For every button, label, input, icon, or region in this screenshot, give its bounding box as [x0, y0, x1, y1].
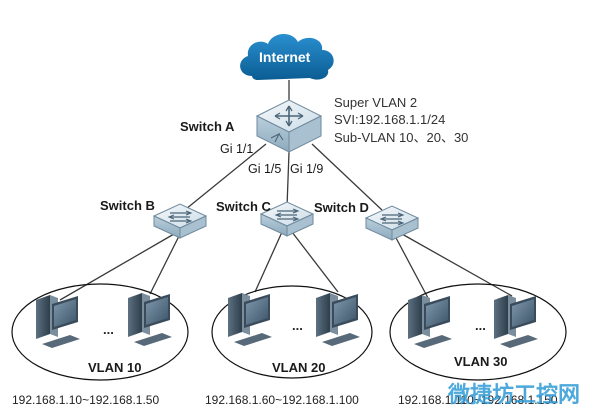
vlan-10-label: VLAN 10 — [88, 360, 141, 375]
link-d-pc6 — [401, 233, 513, 297]
vlan-30-range: 192.168.1.110~192.168.1.150 — [398, 393, 558, 407]
port-gi1-9-label: Gi 1/9 — [290, 162, 323, 176]
link-a-c — [286, 151, 290, 208]
link-d-pc5 — [394, 235, 429, 299]
pc-icon — [128, 293, 172, 346]
vlan-30-group — [389, 283, 567, 381]
vlan-20-group — [211, 285, 373, 379]
port-gi1-1-label: Gi 1/1 — [220, 142, 253, 156]
switch-d-label: Switch D — [314, 200, 369, 215]
pc-icon — [316, 293, 360, 346]
link-b-pc2 — [149, 233, 181, 295]
pc-icon — [494, 295, 538, 348]
ellipsis: ... — [103, 322, 114, 337]
pc-icon — [228, 293, 272, 346]
vlan-20-label: VLAN 20 — [272, 360, 325, 375]
port-gi1-5-label: Gi 1/5 — [248, 162, 281, 176]
vlan-10-group — [11, 283, 189, 381]
link-c-pc3 — [254, 231, 283, 293]
switch-b-label: Switch B — [100, 198, 155, 213]
internet-cloud-icon: Internet — [240, 33, 334, 80]
vlan-20-range: 192.168.1.60~192.168.1.100 — [205, 393, 359, 407]
switch-b-icon — [153, 203, 207, 239]
switch-d-icon — [365, 205, 419, 241]
svi-label: SVI:192.168.1.1/24 — [334, 112, 445, 127]
sub-vlan-label: Sub-VLAN 10、20、30 — [334, 130, 468, 145]
link-c-pc4 — [291, 231, 339, 293]
super-vlan-label: Super VLAN 2 — [334, 95, 417, 110]
internet-label: Internet — [259, 49, 311, 65]
vlan-10-range: 192.168.1.10~192.168.1.50 — [12, 393, 159, 407]
vlan-30-label: VLAN 30 — [454, 354, 507, 369]
ellipsis: ... — [292, 318, 303, 333]
watermark-label: 微捷坊工控网 — [447, 382, 580, 408]
switch-a-icon — [255, 99, 323, 153]
switch-c-label: Switch C — [216, 199, 272, 214]
switch-a-label: Switch A — [180, 119, 235, 134]
pc-icon — [36, 295, 80, 348]
pc-icon — [408, 295, 452, 348]
link-a-b — [185, 143, 267, 210]
ellipsis: ... — [475, 318, 486, 333]
link-b-pc1 — [59, 233, 175, 301]
link-a-d — [311, 143, 383, 211]
links — [59, 80, 513, 301]
